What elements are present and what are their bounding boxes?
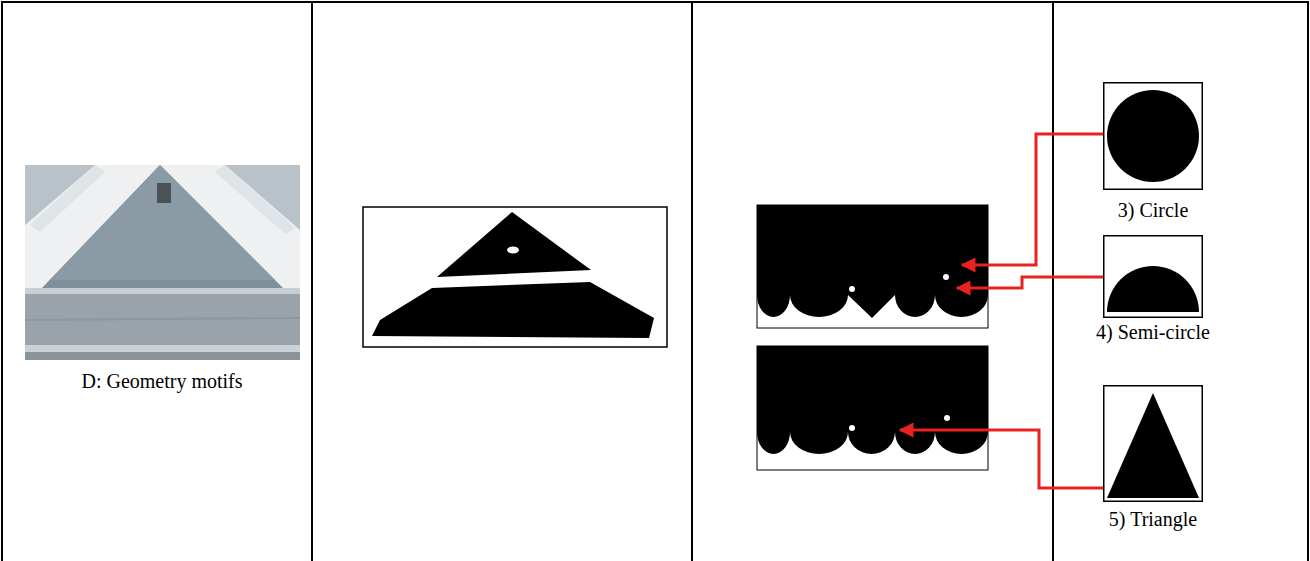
cell-caption: D: Geometry motifs	[81, 370, 242, 393]
shape-box: 5) Triangle	[1103, 385, 1203, 533]
roof-photo	[25, 165, 300, 360]
motif-detail-top	[757, 205, 988, 328]
roof-silhouette	[363, 207, 667, 347]
leader-arrows	[900, 134, 1103, 488]
motif-detail-bottom	[757, 346, 988, 470]
shape-box: 3) Circle	[1103, 82, 1203, 224]
shape-caption: 5) Triangle	[1109, 508, 1197, 531]
shape-frame	[1103, 82, 1203, 190]
shape-caption: 4) Semi-circle	[1096, 321, 1210, 344]
shape-frame	[1103, 235, 1203, 318]
shape-frame	[1103, 385, 1203, 502]
shape-caption: 3) Circle	[1118, 199, 1189, 222]
shape-box: 4) Semi-circle	[1092, 235, 1214, 346]
